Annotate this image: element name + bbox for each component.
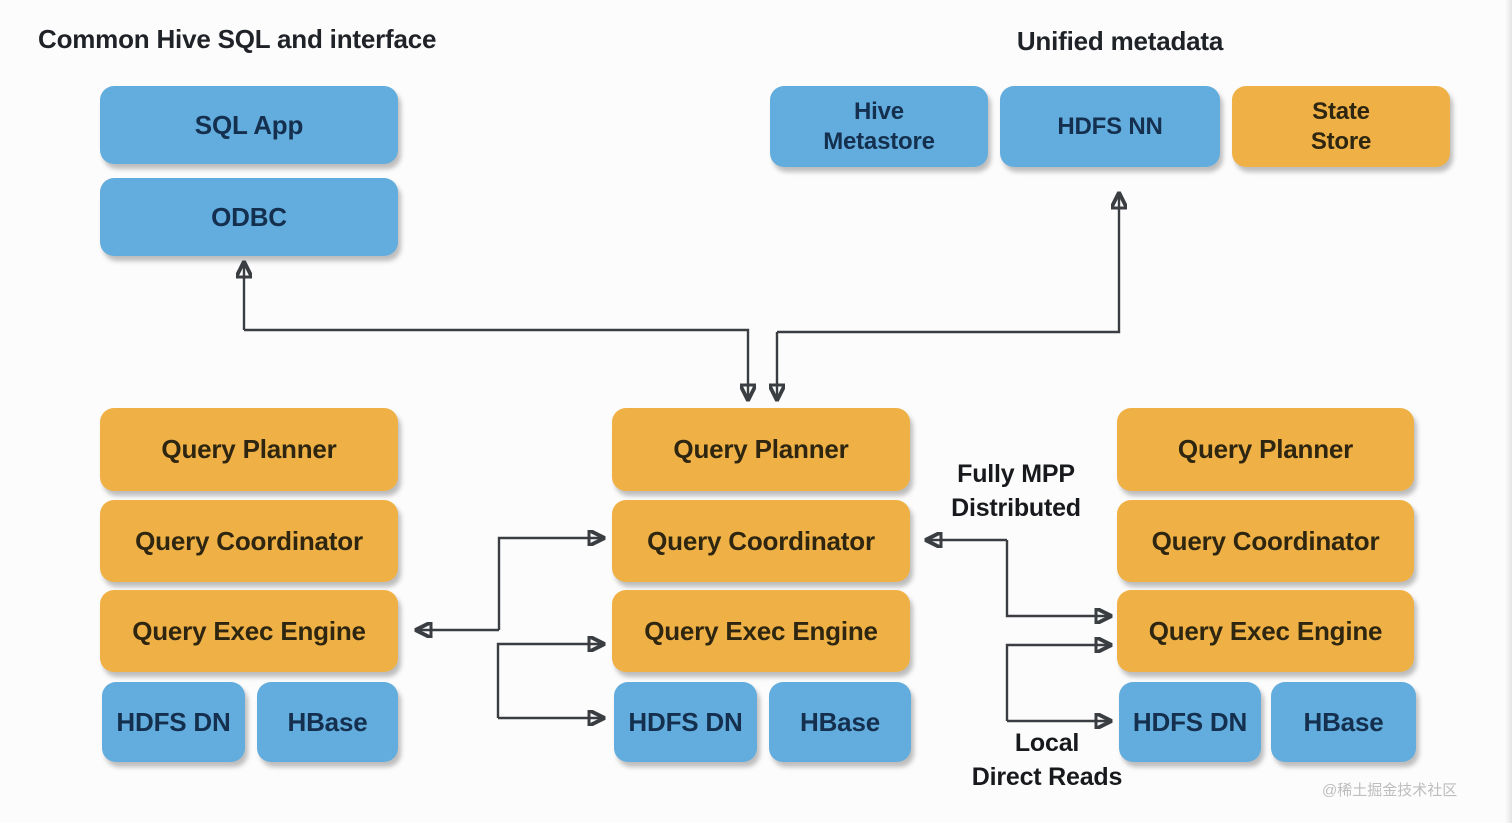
box-right-query-exec-engine: Query Exec Engine (1117, 590, 1414, 672)
box-left-query-coordinator: Query Coordinator (100, 500, 398, 582)
arrow-into-middle-coordinator (497, 538, 603, 630)
label-fully-mpp-distributed: Fully MPP Distributed (951, 460, 1081, 522)
heading-common-hive-sql: Common Hive SQL and interface (38, 24, 437, 54)
box-middle-query-coordinator: Query Coordinator (612, 500, 910, 582)
box-left-query-planner: Query Planner (100, 408, 398, 491)
box-left-hbase: HBase (257, 682, 398, 762)
arrow-metadata-up-to-hdfs-nn (777, 194, 1119, 334)
box-right-query-planner: Query Planner (1117, 408, 1414, 491)
box-left-query-exec-engine: Query Exec Engine (100, 590, 398, 672)
box-sql-app: SQL App (100, 86, 398, 164)
box-hdfs-nn: HDFS NN (1000, 86, 1220, 167)
box-middle-hbase: HBase (769, 682, 911, 762)
box-state-store: State Store (1232, 86, 1450, 167)
box-hive-metastore: Hive Metastore (770, 86, 988, 167)
right-edge-shade (1505, 0, 1512, 823)
arrow-into-right-exec-engine-2 (1005, 645, 1110, 721)
arrow-planner-to-odbc-run (244, 328, 748, 399)
box-right-hdfs-dn: HDFS DN (1119, 682, 1261, 762)
box-middle-query-planner: Query Planner (612, 408, 910, 491)
heading-unified-metadata: Unified metadata (1016, 26, 1224, 56)
arrow-into-middle-exec-engine (496, 644, 603, 718)
label-local-direct-reads: Local Direct Reads (971, 729, 1123, 791)
box-odbc: ODBC (100, 178, 398, 256)
arrow-into-right-exec-engine (1005, 540, 1110, 616)
box-left-hdfs-dn: HDFS DN (102, 682, 245, 762)
watermark-text: @稀土掘金技术社区 (1322, 782, 1458, 799)
box-right-hbase: HBase (1271, 682, 1416, 762)
box-right-query-coordinator: Query Coordinator (1117, 500, 1414, 582)
box-middle-hdfs-dn: HDFS DN (614, 682, 757, 762)
box-middle-query-exec-engine: Query Exec Engine (612, 590, 910, 672)
